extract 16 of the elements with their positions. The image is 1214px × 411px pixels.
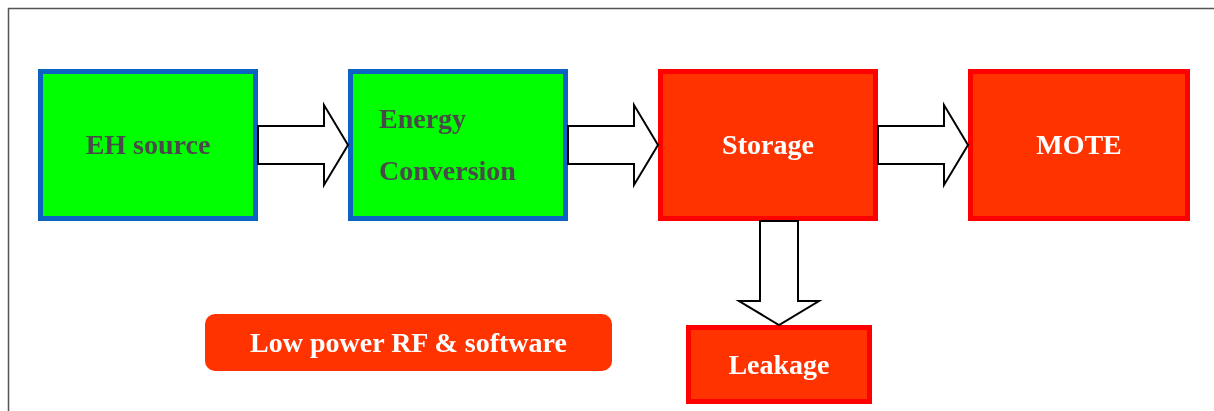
block-arrow bbox=[877, 101, 970, 189]
label-box bbox=[205, 314, 612, 371]
block-arrow bbox=[735, 220, 823, 327]
box-label: Low power RF & software bbox=[250, 325, 567, 360]
process-box bbox=[348, 69, 568, 221]
process-box bbox=[686, 325, 872, 404]
box-label: Leakage bbox=[728, 347, 830, 382]
box-label: Energy Conversion bbox=[379, 102, 517, 188]
box-label: MOTE bbox=[1036, 128, 1122, 162]
box-label: EH source bbox=[85, 128, 211, 162]
process-box bbox=[38, 69, 258, 221]
block-arrow bbox=[567, 101, 660, 189]
process-box bbox=[658, 69, 878, 221]
block-arrow bbox=[257, 101, 350, 189]
box-label: Storage bbox=[722, 128, 814, 162]
process-box bbox=[968, 69, 1190, 221]
